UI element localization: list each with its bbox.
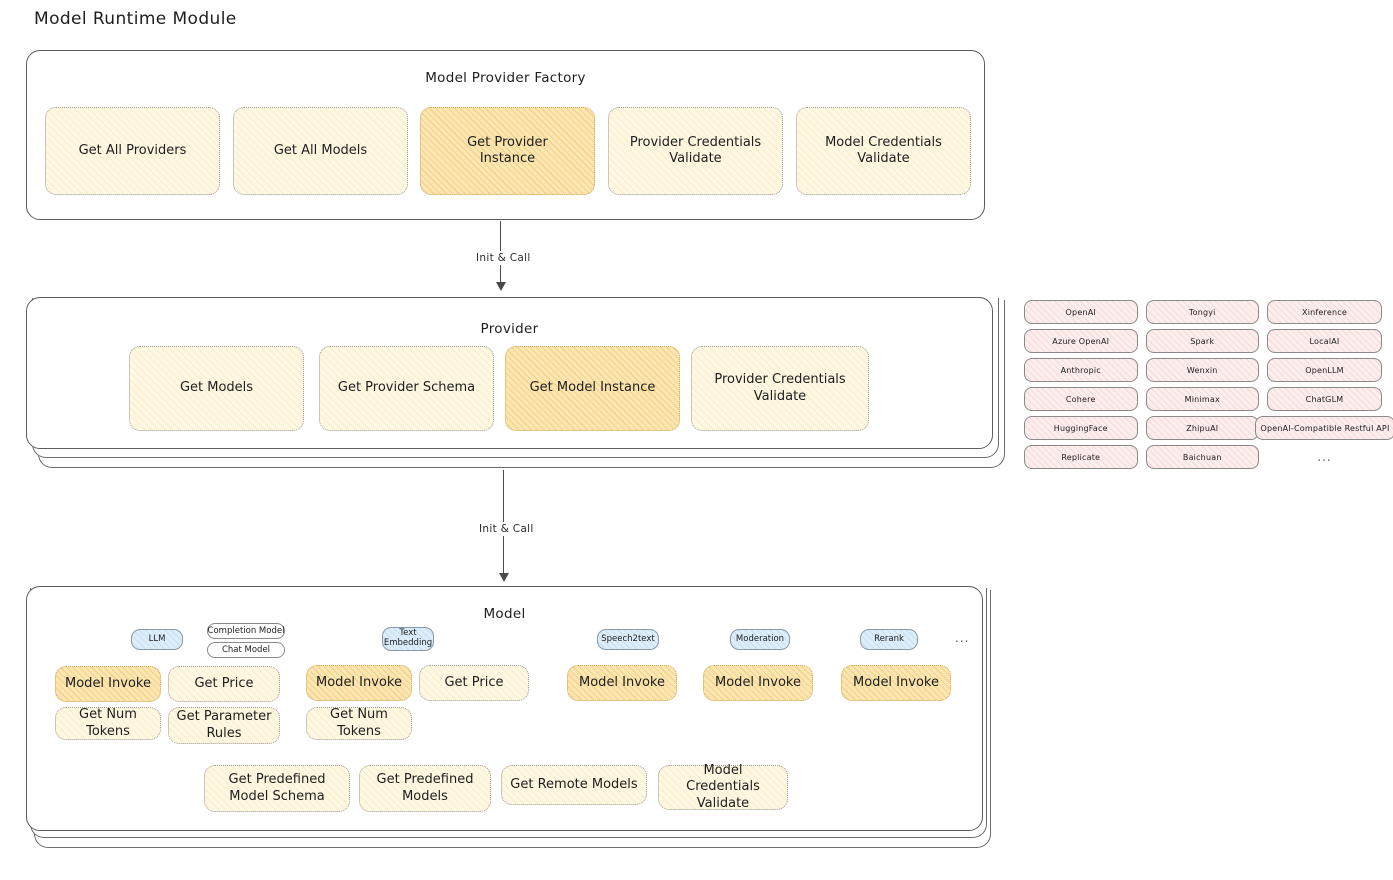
arrow-provider-to-model-head xyxy=(499,573,509,582)
provider-chip[interactable]: OpenLLM xyxy=(1267,358,1382,382)
model-type-label: LLM xyxy=(148,633,166,644)
provider-chip[interactable]: LocalAI xyxy=(1267,329,1382,353)
model-subtype-label: Completion Model xyxy=(207,626,285,636)
provider-list-column-3: Xinference LocalAI OpenLLM ChatGLM OpenA… xyxy=(1255,300,1393,469)
model-type-chip-rerank[interactable]: Rerank xyxy=(860,629,918,650)
model-method-text-embedding-get-num-tokens[interactable]: Get Num Tokens xyxy=(306,707,412,740)
model-method-llm-get-price[interactable]: Get Price xyxy=(168,666,280,702)
factory-box-model-credentials-validate[interactable]: Model Credentials Validate xyxy=(796,107,971,195)
provider-box-label: Get Model Instance xyxy=(529,380,656,396)
factory-box-get-all-models[interactable]: Get All Models xyxy=(233,107,408,195)
provider-chip[interactable]: Xinference xyxy=(1267,300,1382,324)
model-method-text-embedding-get-price[interactable]: Get Price xyxy=(419,665,529,701)
provider-chip[interactable]: Wenxin xyxy=(1145,358,1259,382)
model-shared-method-get-remote-models[interactable]: Get Remote Models xyxy=(501,765,647,805)
model-shared-method-label: Model Credentials Validate xyxy=(686,763,760,811)
provider-chip[interactable]: Tongyi xyxy=(1145,300,1259,324)
model-shared-method-label: Get Predefined Model Schema xyxy=(228,772,326,804)
model-type-label: Speech2text xyxy=(601,633,655,644)
model-type-chip-llm[interactable]: LLM xyxy=(131,629,183,650)
provider-chip[interactable]: ChatGLM xyxy=(1267,387,1382,411)
provider-list-more: ... xyxy=(1317,450,1332,464)
provider-chip[interactable]: Anthropic xyxy=(1024,358,1138,382)
model-method-label: Get Parameter Rules xyxy=(176,709,272,741)
model-method-rerank-model-invoke[interactable]: Model Invoke xyxy=(841,665,951,701)
model-card: Model LLM Completion Model Chat Model Mo… xyxy=(26,586,983,831)
model-subtype-label: Chat Model xyxy=(221,645,271,655)
factory-box-label: Model Credentials Validate xyxy=(825,134,942,166)
arrow-provider-to-model-label: Init & Call xyxy=(475,522,538,536)
provider-box-label: Get Provider Schema xyxy=(337,380,476,396)
model-shared-method-get-predefined-model-schema[interactable]: Get Predefined Model Schema xyxy=(204,765,350,812)
factory-box-label: Get Provider Instance xyxy=(467,134,548,166)
provider-chip[interactable]: HuggingFace xyxy=(1024,416,1138,440)
model-method-label: Model Invoke xyxy=(853,674,939,690)
provider-title: Provider xyxy=(480,321,539,337)
model-types-more: ... xyxy=(955,631,970,645)
provider-box-label: Get Models xyxy=(179,380,254,396)
model-title: Model xyxy=(483,606,526,622)
model-type-label: Moderation xyxy=(735,633,785,644)
provider-card: Provider Get Models Get Provider Schema … xyxy=(26,297,993,449)
model-shared-method-get-predefined-models[interactable]: Get Predefined Models xyxy=(359,765,491,812)
provider-chip[interactable]: Baichuan xyxy=(1145,445,1259,469)
provider-chip[interactable]: OpenAI xyxy=(1024,300,1138,324)
model-shared-method-label: Get Remote Models xyxy=(510,776,638,792)
provider-chip[interactable]: Minimax xyxy=(1145,387,1259,411)
model-method-label: Model Invoke xyxy=(316,674,402,690)
provider-chip[interactable]: ZhipuAI xyxy=(1145,416,1259,440)
provider-list: OpenAI Azure OpenAI Anthropic Cohere Hug… xyxy=(1024,300,1393,469)
provider-box-provider-credentials-validate[interactable]: Provider Credentials Validate xyxy=(691,346,869,431)
model-type-label: Rerank xyxy=(874,633,904,644)
page-title: Model Runtime Module xyxy=(34,9,237,29)
arrow-factory-to-provider-label: Init & Call xyxy=(472,251,535,265)
model-method-label: Get Price xyxy=(194,675,254,691)
model-shared-method-label: Get Predefined Models xyxy=(376,772,474,804)
factory-box-label: Get All Models xyxy=(273,142,368,158)
model-method-label: Get Price xyxy=(444,674,504,690)
factory-box-get-all-providers[interactable]: Get All Providers xyxy=(45,107,220,195)
provider-chip[interactable]: Cohere xyxy=(1024,387,1138,411)
model-method-speech2text-model-invoke[interactable]: Model Invoke xyxy=(567,665,677,701)
model-method-text-embedding-model-invoke[interactable]: Model Invoke xyxy=(306,665,412,701)
model-method-label: Model Invoke xyxy=(65,675,151,691)
provider-box-get-provider-schema[interactable]: Get Provider Schema xyxy=(319,346,494,431)
factory-box-label: Provider Credentials Validate xyxy=(629,134,762,166)
provider-chip[interactable]: Replicate xyxy=(1024,445,1138,469)
arrow-factory-to-provider-head xyxy=(496,282,506,291)
provider-chip[interactable]: Azure OpenAI xyxy=(1024,329,1138,353)
model-method-label: Model Invoke xyxy=(715,674,801,690)
model-method-label: Get Num Tokens xyxy=(330,707,388,739)
provider-box-get-models[interactable]: Get Models xyxy=(129,346,304,431)
model-provider-factory-card: Model Provider Factory Get All Providers… xyxy=(26,50,985,220)
factory-box-label: Get All Providers xyxy=(78,142,187,158)
model-method-label: Get Num Tokens xyxy=(79,707,137,739)
model-shared-method-model-credentials-validate[interactable]: Model Credentials Validate xyxy=(658,763,788,811)
provider-chip-openai-compatible[interactable]: OpenAI-Compatible Restful API xyxy=(1255,416,1393,440)
model-subtype-chip-chat-model[interactable]: Chat Model xyxy=(207,642,285,658)
provider-box-get-model-instance[interactable]: Get Model Instance xyxy=(505,346,680,431)
model-method-moderation-model-invoke[interactable]: Model Invoke xyxy=(703,665,813,701)
model-type-chip-speech2text[interactable]: Speech2text xyxy=(597,629,659,650)
model-subtype-chip-completion-model[interactable]: Completion Model xyxy=(207,623,285,639)
provider-list-column-1: OpenAI Azure OpenAI Anthropic Cohere Hug… xyxy=(1024,300,1138,469)
model-type-chip-moderation[interactable]: Moderation xyxy=(730,629,790,650)
model-method-llm-model-invoke[interactable]: Model Invoke xyxy=(55,666,161,702)
model-type-label: Text Embedding xyxy=(383,628,433,648)
model-type-chip-text-embedding[interactable]: Text Embedding xyxy=(382,627,434,651)
model-method-label: Model Invoke xyxy=(579,674,665,690)
provider-box-label: Provider Credentials Validate xyxy=(714,372,846,404)
factory-box-get-provider-instance[interactable]: Get Provider Instance xyxy=(420,107,595,195)
model-method-llm-get-parameter-rules[interactable]: Get Parameter Rules xyxy=(168,707,280,744)
model-provider-factory-title: Model Provider Factory xyxy=(425,70,586,86)
provider-chip[interactable]: Spark xyxy=(1145,329,1259,353)
provider-list-column-2: Tongyi Spark Wenxin Minimax ZhipuAI Baic… xyxy=(1145,300,1259,469)
model-method-llm-get-num-tokens[interactable]: Get Num Tokens xyxy=(55,707,161,740)
factory-box-provider-credentials-validate[interactable]: Provider Credentials Validate xyxy=(608,107,783,195)
